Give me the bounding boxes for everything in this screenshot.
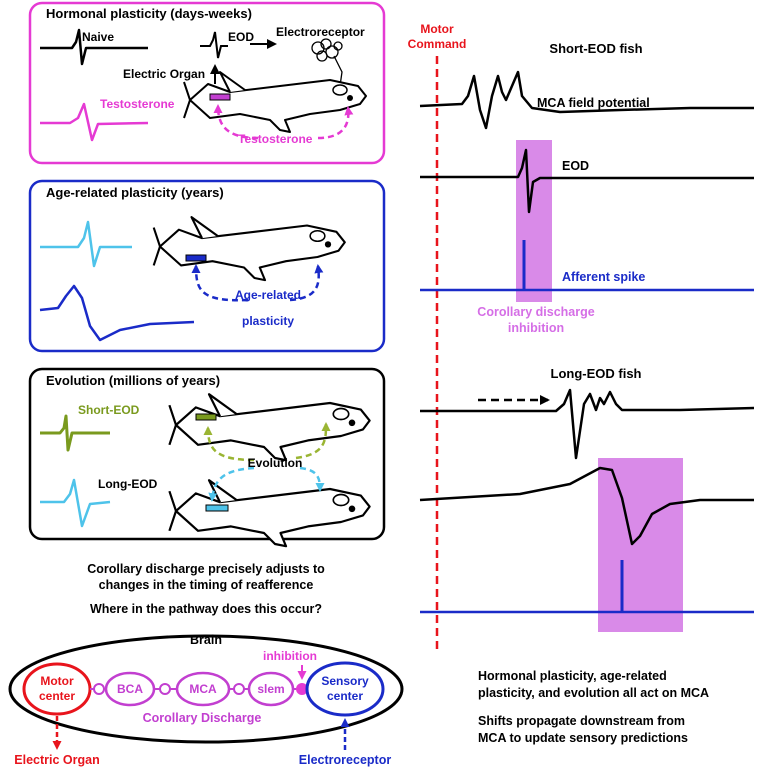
evolution-panel-title: Evolution (millions of years) [46, 373, 220, 388]
hormonal-fish [183, 71, 367, 133]
evolution-label: Evolution [248, 456, 303, 470]
short-eod-fish-title: Short-EOD fish [549, 41, 642, 56]
eod-label: EOD [228, 30, 254, 44]
electric-organ-output-label: Electric Organ [14, 753, 99, 767]
hormonal-electric-organ [209, 93, 231, 101]
age-panel: Age-related plasticity (years) Age-relat… [28, 179, 386, 353]
long-eod-trace [40, 478, 111, 528]
bca-label: BCA [117, 682, 143, 696]
corollary-statement-line1: Corollary discharge precisely adjusts to [87, 562, 325, 576]
hormonal-panel-title: Hormonal plasticity (days-weeks) [46, 6, 252, 21]
synapse-3 [233, 683, 245, 695]
old-eod-trace [39, 284, 195, 342]
evolution-panel-frame [28, 367, 386, 541]
motor-center-line2: center [39, 689, 75, 703]
synapse-2 [159, 683, 171, 695]
long-eod-fish [168, 479, 371, 548]
motor-command-line2: Command [408, 37, 467, 51]
long-eod-trace-right [419, 466, 754, 546]
evolution-blue-right [299, 466, 325, 492]
electroreceptor-input-label: Electroreceptor [299, 753, 392, 767]
corollary-statement-line2: changes in the timing of reafference [99, 578, 314, 592]
brain-label: Brain [190, 633, 222, 647]
pathway-question: Where in the pathway does this occur? [90, 602, 322, 616]
age-label-line2: plasticity [242, 314, 294, 328]
inhibition-label: inhibition [263, 649, 317, 663]
motor-command-line1: Motor [420, 22, 454, 36]
age-arrow-left [191, 264, 249, 302]
conclusion-2-line2: MCA to update sensory predictions [478, 731, 688, 745]
age-fish [152, 216, 346, 282]
electroreceptor-icon [311, 38, 343, 87]
brain-diagram: Brain Motor center BCA MCA slem inhibiti… [8, 633, 404, 767]
young-eod-trace [40, 220, 132, 268]
testosterone-arrow-left [213, 104, 259, 140]
hormonal-panel-frame [28, 1, 386, 165]
electric-organ-label: Electric Organ [123, 67, 205, 81]
age-panel-frame [28, 179, 386, 353]
long-eod-label: Long-EOD [98, 477, 158, 491]
motor-center-line1: Motor [40, 674, 74, 688]
short-mca-field-potential [419, 70, 754, 130]
testosterone-arrow-label: Testosterone [238, 132, 313, 146]
inhibitory-synapse [296, 683, 308, 695]
age-label-line1: Age-related [235, 288, 301, 302]
hormonal-panel: Hormonal plasticity (days-weeks) Naive E… [28, 1, 386, 165]
sensory-center-line1: Sensory [321, 674, 369, 688]
testosterone-arrow-right [317, 106, 354, 140]
short-eod-label-right: EOD [562, 159, 589, 173]
evolution-olive-left [203, 426, 255, 462]
short-cd-inhibition-window [516, 140, 552, 302]
afferent-spike-label: Afferent spike [562, 270, 645, 284]
eod-mini-trace [200, 31, 228, 59]
mca-label: MCA [189, 682, 217, 696]
testosterone-eod-trace [40, 102, 149, 142]
trace-panel: Motor Command Short-EOD fish MCA field p… [408, 22, 755, 745]
sensory-center-line2: center [327, 689, 363, 703]
cd-inhibition-line2: inhibition [508, 321, 564, 335]
evolution-blue-left [208, 466, 255, 502]
sensory-center-node [305, 661, 385, 717]
conclusion-2-line1: Shifts propagate downstream from [478, 714, 685, 728]
testosterone-trace-label: Testosterone [100, 97, 175, 111]
mca-field-potential-label: MCA field potential [537, 96, 650, 110]
short-eod-fish [168, 393, 371, 462]
naive-eod-trace [40, 28, 148, 66]
age-panel-title: Age-related plasticity (years) [46, 185, 224, 200]
naive-label: Naive [82, 30, 114, 44]
brain-outline [8, 634, 404, 744]
conclusion-1-line1: Hormonal plasticity, age-related [478, 669, 667, 683]
long-electric-organ [205, 504, 229, 512]
long-mca-field-potential [420, 388, 755, 460]
synapse-1 [93, 683, 105, 695]
short-electric-organ [195, 413, 217, 421]
long-eod-fish-title: Long-EOD fish [551, 366, 642, 381]
evolution-panel: Evolution (millions of years) Short-EOD … [28, 367, 386, 548]
slem-label: slem [257, 682, 284, 696]
conclusion-1-line2: plasticity, and evolution all act on MCA [478, 686, 709, 700]
cd-inhibition-line1: Corollary discharge [477, 305, 594, 319]
age-electric-organ [185, 254, 207, 262]
electroreceptor-label: Electroreceptor [276, 25, 365, 39]
corollary-discharge-label: Corollary Discharge [143, 711, 262, 725]
short-eod-label: Short-EOD [78, 403, 140, 417]
short-eod-trace-right [420, 148, 754, 214]
long-cd-inhibition-window [598, 458, 683, 632]
short-eod-trace [40, 414, 110, 452]
